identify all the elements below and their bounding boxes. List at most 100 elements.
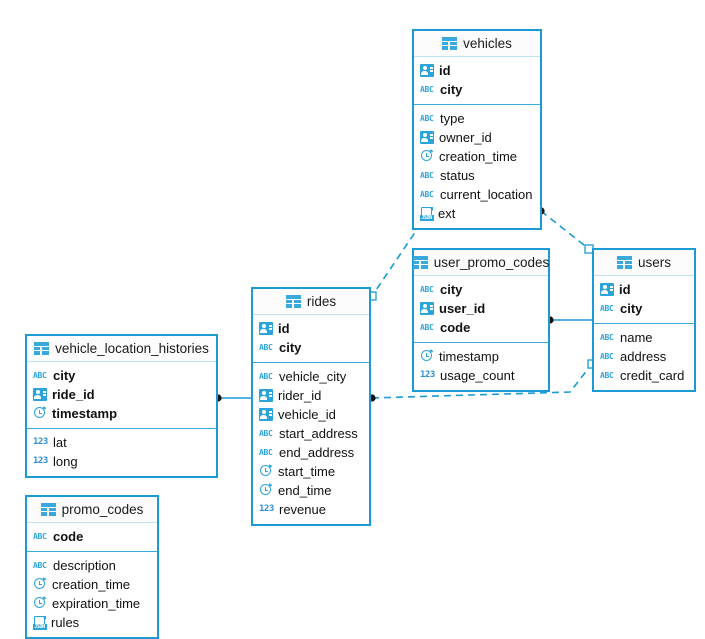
field-row[interactable]: creation_time: [27, 575, 157, 594]
clock-timestamp-icon: [420, 148, 434, 164]
field-name: current_location: [440, 187, 533, 202]
field-name: code: [53, 529, 84, 544]
field-name: city: [440, 82, 463, 97]
field-name: user_id: [439, 301, 486, 316]
abc-string-icon: ABC: [259, 429, 273, 438]
relationship-line: [540, 210, 590, 250]
table-grid-icon: [285, 295, 301, 308]
abc-string-icon: ABC: [420, 114, 434, 123]
clock-timestamp-icon: [33, 405, 47, 421]
clock-timestamp-icon: [259, 463, 273, 479]
field-name: id: [278, 321, 290, 336]
abc-string-icon: ABC: [259, 372, 273, 381]
field-row[interactable]: ABC city: [253, 338, 369, 357]
123-number-icon: 123: [33, 456, 48, 466]
table-header[interactable]: users: [594, 250, 694, 276]
table-header[interactable]: rides: [253, 289, 369, 315]
field-name: id: [619, 282, 631, 297]
field-name: status: [440, 168, 475, 183]
field-row[interactable]: 123 usage_count: [414, 366, 548, 385]
field-row[interactable]: ride_id: [27, 385, 216, 404]
table-grid-icon: [40, 503, 56, 516]
relationship-user-promo-codes-to-users: [546, 316, 592, 324]
abc-string-icon: ABC: [600, 333, 614, 342]
table-header[interactable]: vehicle_location_histories: [27, 336, 216, 362]
field-name: ext: [438, 206, 456, 221]
field-row[interactable]: expiration_time: [27, 594, 157, 613]
field-row[interactable]: timestamp: [414, 347, 548, 366]
abc-string-icon: ABC: [259, 343, 273, 352]
field-row[interactable]: start_time: [253, 462, 369, 481]
table-header[interactable]: vehicles: [414, 31, 540, 57]
field-name: credit_card: [620, 368, 685, 383]
field-row[interactable]: rider_id: [253, 386, 369, 405]
table-title: vehicles: [463, 36, 512, 51]
table-title: users: [637, 255, 671, 270]
field-name: expiration_time: [52, 596, 141, 611]
field-row[interactable]: owner_id: [414, 128, 540, 147]
field-row[interactable]: id: [414, 61, 540, 80]
field-name: usage_count: [440, 368, 515, 383]
field-name: rider_id: [278, 388, 322, 403]
table-header[interactable]: promo_codes: [27, 497, 157, 523]
table-grid-icon: [442, 37, 458, 50]
field-name: creation_time: [439, 149, 518, 164]
relationship-vehicle-location-histories-to-rides: [214, 394, 251, 402]
id-card-icon: [259, 389, 273, 402]
id-card-icon: [420, 64, 434, 77]
abc-string-icon: ABC: [33, 371, 47, 380]
id-card-icon: [420, 302, 434, 315]
table-header[interactable]: user_promo_codes: [412, 250, 549, 276]
field-row[interactable]: vehicle_id: [253, 405, 369, 424]
id-card-icon: [33, 388, 47, 401]
abc-string-icon: ABC: [600, 304, 614, 313]
field-name: timestamp: [439, 349, 499, 364]
abc-string-icon: ABC: [259, 448, 273, 457]
field-name: id: [439, 63, 451, 78]
field-row[interactable]: timestamp: [27, 404, 216, 423]
field-name: vehicle_city: [279, 369, 347, 384]
field-row[interactable]: user_id: [414, 299, 548, 318]
field-row[interactable]: id: [253, 319, 369, 338]
table-title: promo_codes: [61, 502, 144, 517]
field-row[interactable]: end_time: [253, 481, 369, 500]
123-number-icon: 123: [33, 437, 48, 447]
id-card-icon: [259, 408, 273, 421]
field-row[interactable]: creation_time: [414, 147, 540, 166]
field-name: city: [279, 340, 302, 355]
123-number-icon: 123: [420, 370, 435, 380]
field-row[interactable]: ABC vehicle_city: [253, 367, 369, 386]
field-row[interactable]: id: [594, 280, 694, 299]
123-number-icon: 123: [259, 504, 274, 514]
